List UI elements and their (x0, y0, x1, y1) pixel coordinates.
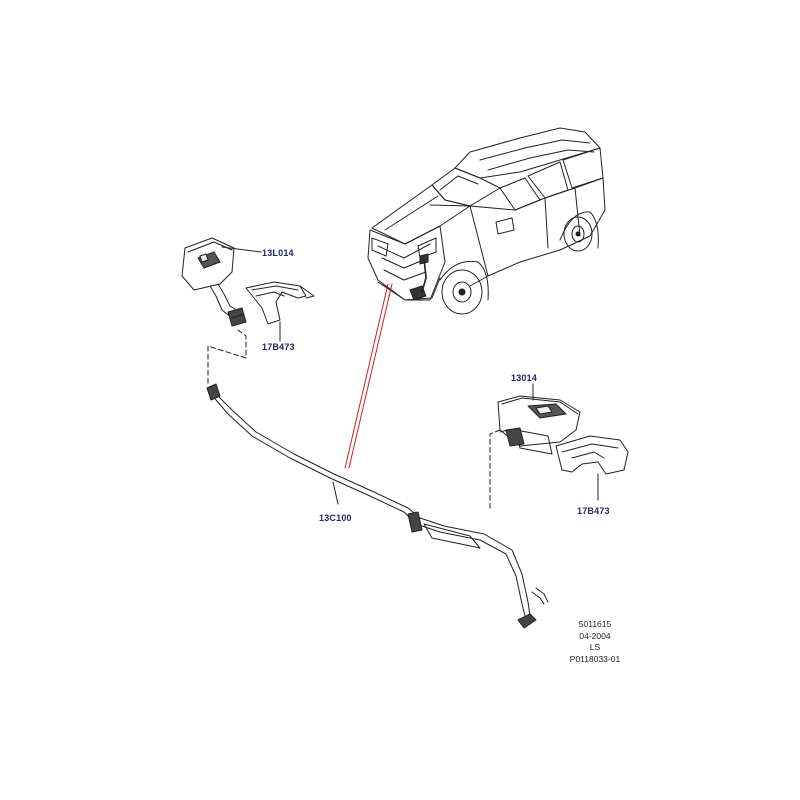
left-dash-connector (207, 329, 247, 387)
label-17b473-left: 17B473 (262, 342, 295, 352)
stamp-author: LS (589, 642, 601, 652)
stamp-date: 04-2004 (579, 630, 611, 641)
right-leaders (532, 383, 599, 501)
callout-lines (344, 283, 393, 469)
hose (206, 383, 549, 629)
label-13014: 13014 (511, 373, 538, 383)
vehicle-illustration (367, 127, 606, 315)
right-dash-connector (489, 429, 501, 509)
label-13c100: 13C100 (319, 513, 352, 523)
label-13l014: 13L014 (262, 248, 294, 258)
hose-leader (332, 481, 339, 505)
reference-stamp: 5011615 04-2004 LS P0118033-01 (560, 619, 630, 665)
left-cover (245, 281, 315, 325)
stamp-ref: P0118033-01 (569, 653, 621, 664)
stamp-code: 5011615 (578, 619, 612, 629)
left-washer-jet (181, 237, 247, 327)
label-17b473-right: 17B473 (577, 506, 610, 516)
right-cover (555, 435, 629, 475)
left-leaders (221, 246, 281, 342)
right-washer-jet (497, 395, 581, 455)
